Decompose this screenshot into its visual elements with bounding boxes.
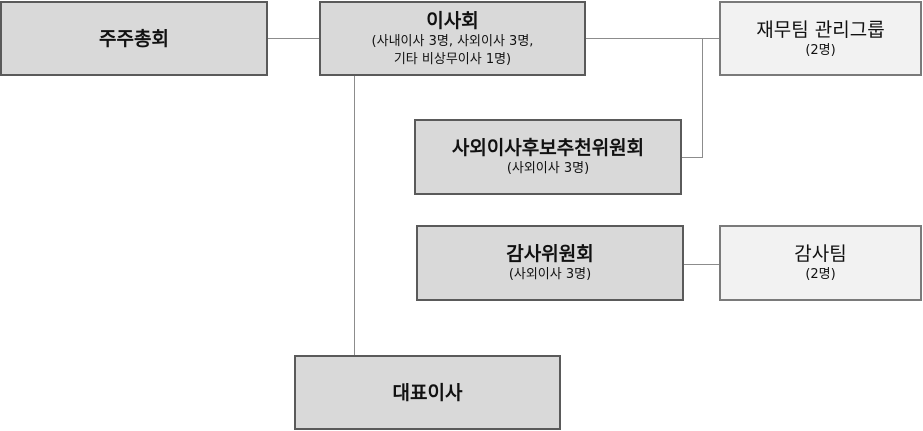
shareholders-meeting-box: 주주총회 (0, 1, 268, 76)
board-title: 이사회 (426, 9, 479, 32)
connector-finance-nomination-vertical (702, 38, 703, 157)
audit-committee-box: 감사위원회 (사외이사 3명) (416, 225, 684, 301)
shareholders-meeting-title: 주주총회 (99, 27, 169, 50)
board-composition-line2: 기타 비상무이사 1명) (393, 51, 512, 67)
board-composition-line1: (사내이사 3명, 사외이사 3명, (371, 33, 534, 49)
finance-team-count: (2명) (805, 42, 836, 58)
nomination-committee-members: (사외이사 3명) (506, 161, 590, 176)
audit-team-count: (2명) (805, 267, 836, 282)
audit-committee-title: 감사위원회 (506, 243, 594, 265)
nomination-committee-title: 사외이사후보추천위원회 (451, 137, 645, 159)
connector-board-ceo (354, 75, 355, 356)
audit-committee-members: (사외이사 3명) (508, 267, 592, 282)
connector-nomination-horizontal (681, 157, 703, 158)
finance-team-box: 재무팀 관리그룹 (2명) (719, 1, 922, 76)
ceo-box: 대표이사 (294, 355, 561, 430)
finance-team-title: 재무팀 관리그룹 (756, 18, 885, 41)
audit-team-box: 감사팀 (2명) (719, 225, 922, 301)
board-box: 이사회 (사내이사 3명, 사외이사 3명, 기타 비상무이사 1명) (319, 1, 586, 76)
connector-board-finance (585, 38, 720, 39)
audit-team-title: 감사팀 (794, 243, 847, 265)
nomination-committee-box: 사외이사후보추천위원회 (사외이사 3명) (414, 119, 682, 195)
connector-shareholders-board (267, 38, 320, 39)
connector-audit-committee-team (683, 264, 720, 265)
ceo-title: 대표이사 (392, 381, 463, 404)
